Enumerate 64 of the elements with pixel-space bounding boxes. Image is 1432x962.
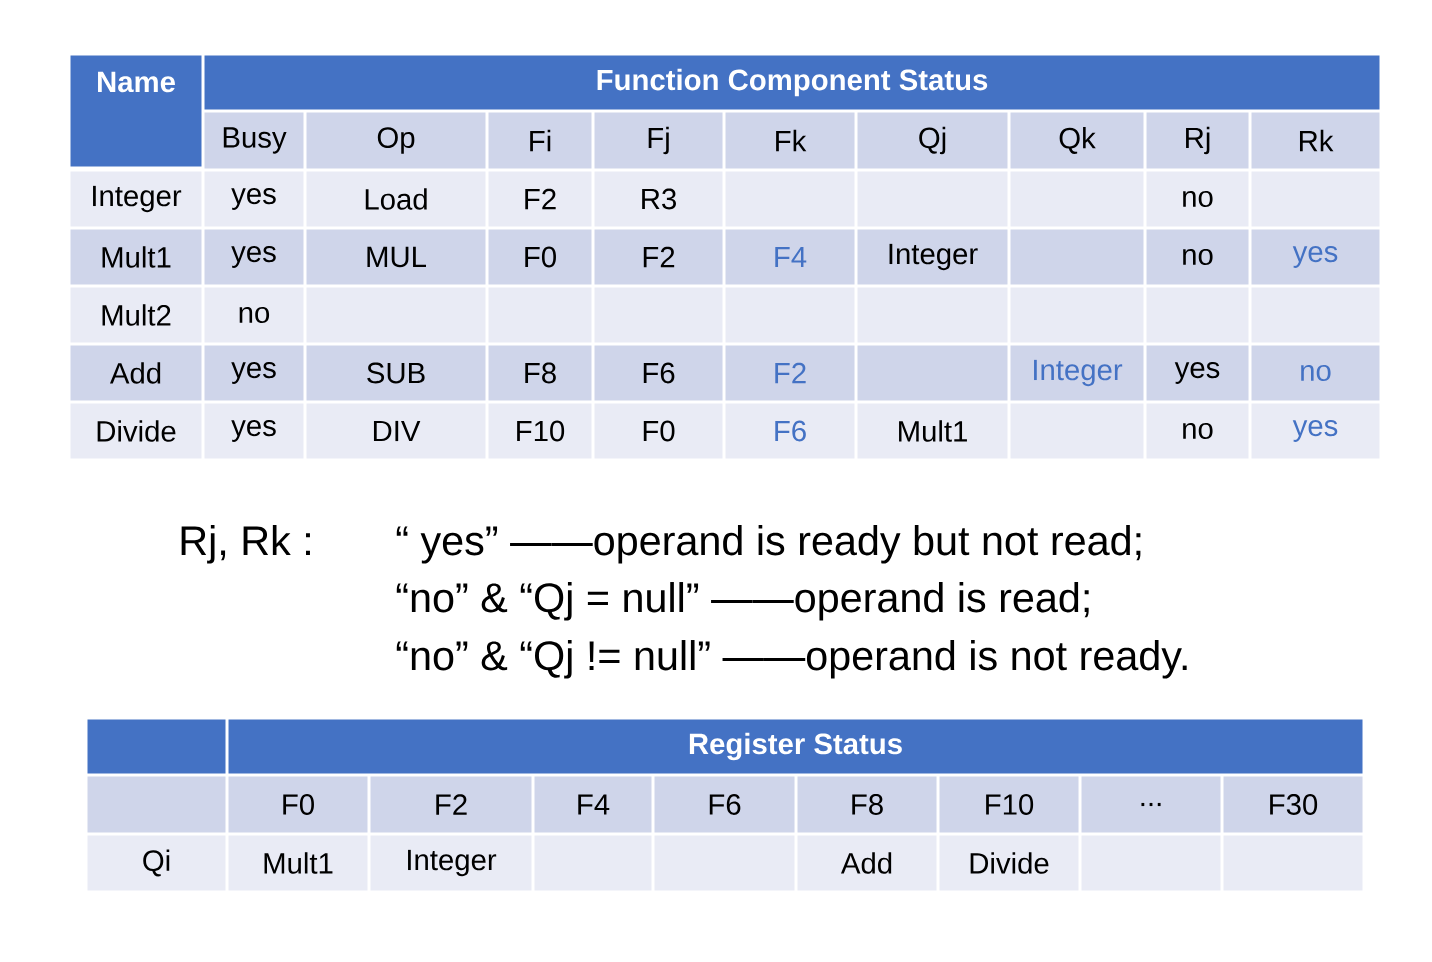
table-cell: F0 xyxy=(594,403,723,459)
table-cell: no xyxy=(1251,345,1380,401)
table-cell: F6 xyxy=(594,345,723,401)
table-cell: yes xyxy=(204,403,304,459)
table-cell: Rk xyxy=(1251,112,1380,169)
table-cell: yes xyxy=(204,345,304,401)
table-cell: yes xyxy=(1251,403,1380,459)
note-text: “no” & “Qj != null” ——operand is not ready. xyxy=(396,640,1187,679)
table-cell: F2 xyxy=(370,776,532,833)
table-cell: Mult1 xyxy=(70,229,202,285)
table-cell: Load xyxy=(306,171,486,227)
table-cell: Integer xyxy=(1010,345,1144,401)
table-cell: yes xyxy=(204,171,304,227)
table-cell: F10 xyxy=(488,403,592,459)
table-cell: Qk xyxy=(1010,112,1144,169)
table-cell: yes xyxy=(1146,345,1249,401)
table-cell: F2 xyxy=(488,171,592,227)
table-cell: Fi xyxy=(488,112,592,169)
table-cell: Qi xyxy=(87,835,226,891)
table-header: Function Component Status xyxy=(204,55,1380,110)
table-cell: F6 xyxy=(725,403,855,459)
table-cell: Integer xyxy=(370,835,532,891)
table-cell: F4 xyxy=(534,776,652,833)
table-cell: no xyxy=(1146,403,1249,459)
table-cell: Fk xyxy=(725,112,855,169)
table-cell: Op xyxy=(306,112,486,169)
table-cell: Divide xyxy=(70,403,202,459)
note-text: Rj, Rk : xyxy=(181,525,310,564)
table-cell: F2 xyxy=(594,229,723,285)
table-cell: F0 xyxy=(228,776,368,833)
table-cell: F6 xyxy=(654,776,795,833)
table-cell: F2 xyxy=(725,345,855,401)
table-cell: Mult1 xyxy=(228,835,368,891)
table-cell: yes xyxy=(1251,229,1380,285)
table-cell: F30 xyxy=(1223,776,1363,833)
table-cell: R3 xyxy=(594,171,723,227)
note-text: “no” & “Qj = null” ——operand is read; xyxy=(396,582,1089,621)
table-cell: Rj xyxy=(1146,112,1249,169)
note-text: “ yes” ——operand is ready but not read; xyxy=(396,525,1141,564)
table-cell: no xyxy=(204,287,304,343)
table-cell: Integer xyxy=(857,229,1008,285)
table-cell: Fj xyxy=(594,112,723,169)
table-cell: yes xyxy=(204,229,304,285)
table-cell: F4 xyxy=(725,229,855,285)
table-cell: ... xyxy=(1081,776,1221,833)
table-cell: no xyxy=(1146,229,1249,285)
table-cell: Integer xyxy=(70,171,202,227)
table-cell: F8 xyxy=(488,345,592,401)
table-cell: MUL xyxy=(306,229,486,285)
table-cell: Add xyxy=(70,345,202,401)
table-cell: Add xyxy=(797,835,937,891)
table-header: Register Status xyxy=(228,719,1363,774)
table-cell: Mult2 xyxy=(70,287,202,343)
table-cell: Mult1 xyxy=(857,403,1008,459)
table-cell: Divide xyxy=(939,835,1079,891)
table-cell: F8 xyxy=(797,776,937,833)
table-header: Name xyxy=(70,55,202,167)
table-cell: SUB xyxy=(306,345,486,401)
table-cell: DIV xyxy=(306,403,486,459)
table-cell: no xyxy=(1146,171,1249,227)
table-cell: Qj xyxy=(857,112,1008,169)
table-cell: F0 xyxy=(488,229,592,285)
table-cell: Busy xyxy=(204,112,304,169)
table-cell: F10 xyxy=(939,776,1079,833)
